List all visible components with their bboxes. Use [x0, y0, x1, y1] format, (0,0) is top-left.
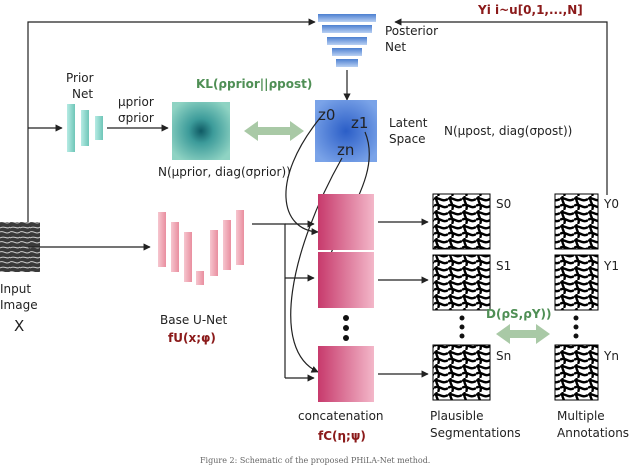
prior-net-blocks: [67, 104, 103, 152]
posterior-net-label: Posterior: [385, 24, 438, 38]
kl-label: KL(ρprior||ρpost): [196, 77, 312, 91]
s1-label: S1: [496, 259, 511, 273]
concat-blocks: [318, 194, 374, 402]
sample-label: Yi i~u[0,1,...,N]: [477, 3, 583, 17]
sn-label: Sn: [496, 349, 511, 363]
kl-arrow: [244, 121, 304, 141]
base-unet-blocks: [158, 210, 244, 285]
prior-net-label-2: Net: [72, 87, 93, 101]
input-x: X: [14, 317, 24, 335]
z0-curve: [285, 117, 321, 236]
zn-curve: [290, 157, 343, 373]
sigma-prior-label: σprior: [118, 111, 154, 125]
fc-label: fC(η;ψ): [318, 429, 366, 443]
prior-net-label: Prior: [66, 71, 94, 85]
posterior-net-blocks: [318, 14, 376, 67]
posterior-net-label-2: Net: [385, 40, 406, 54]
fu-label: fU(x;φ): [168, 331, 216, 345]
latent-label: Latent: [389, 116, 428, 130]
input-label: Input: [0, 282, 31, 296]
multiple-label: Multiple: [557, 409, 605, 423]
prior-dist-label: N(μprior, diag(σprior)): [158, 165, 291, 179]
mu-prior-label: μprior: [118, 95, 154, 109]
z1-label: z1: [351, 114, 368, 132]
annotations-label: Annotations: [557, 426, 629, 440]
y0-label: Y0: [603, 197, 619, 211]
latent-label-2: Space: [389, 132, 426, 146]
posterior-distribution: [315, 100, 377, 162]
posterior-dist-label: N(μpost, diag(σpost)): [444, 124, 572, 138]
segmentations-label: Segmentations: [430, 426, 521, 440]
dist-d-label: D(ρS,ρY)): [486, 307, 551, 321]
figure-caption: Figure 2: Schematic of the proposed PHiL…: [200, 456, 430, 465]
yn-label: Yn: [603, 349, 619, 363]
prior-distribution: [172, 102, 230, 160]
annotation-to-posterior-arrow: [394, 18, 608, 195]
ellipsis-dots: [343, 315, 349, 341]
ann-ellipsis: [573, 315, 579, 339]
segmentation-images: [432, 193, 491, 401]
dist-d-arrow: [496, 324, 550, 344]
unet-trunk: [252, 223, 286, 378]
input-label-2: Image: [0, 298, 38, 312]
concat-label: concatenation: [298, 409, 384, 423]
s0-label: S0: [496, 197, 511, 211]
annotation-images: [554, 193, 599, 401]
plausible-label: Plausible: [430, 409, 483, 423]
zn-label: zn: [337, 141, 354, 159]
z0-label: z0: [318, 106, 335, 124]
seg-ellipsis: [459, 315, 465, 339]
y1-label: Y1: [603, 259, 619, 273]
base-unet-label: Base U-Net: [160, 313, 228, 327]
top-arrow: [27, 18, 316, 222]
